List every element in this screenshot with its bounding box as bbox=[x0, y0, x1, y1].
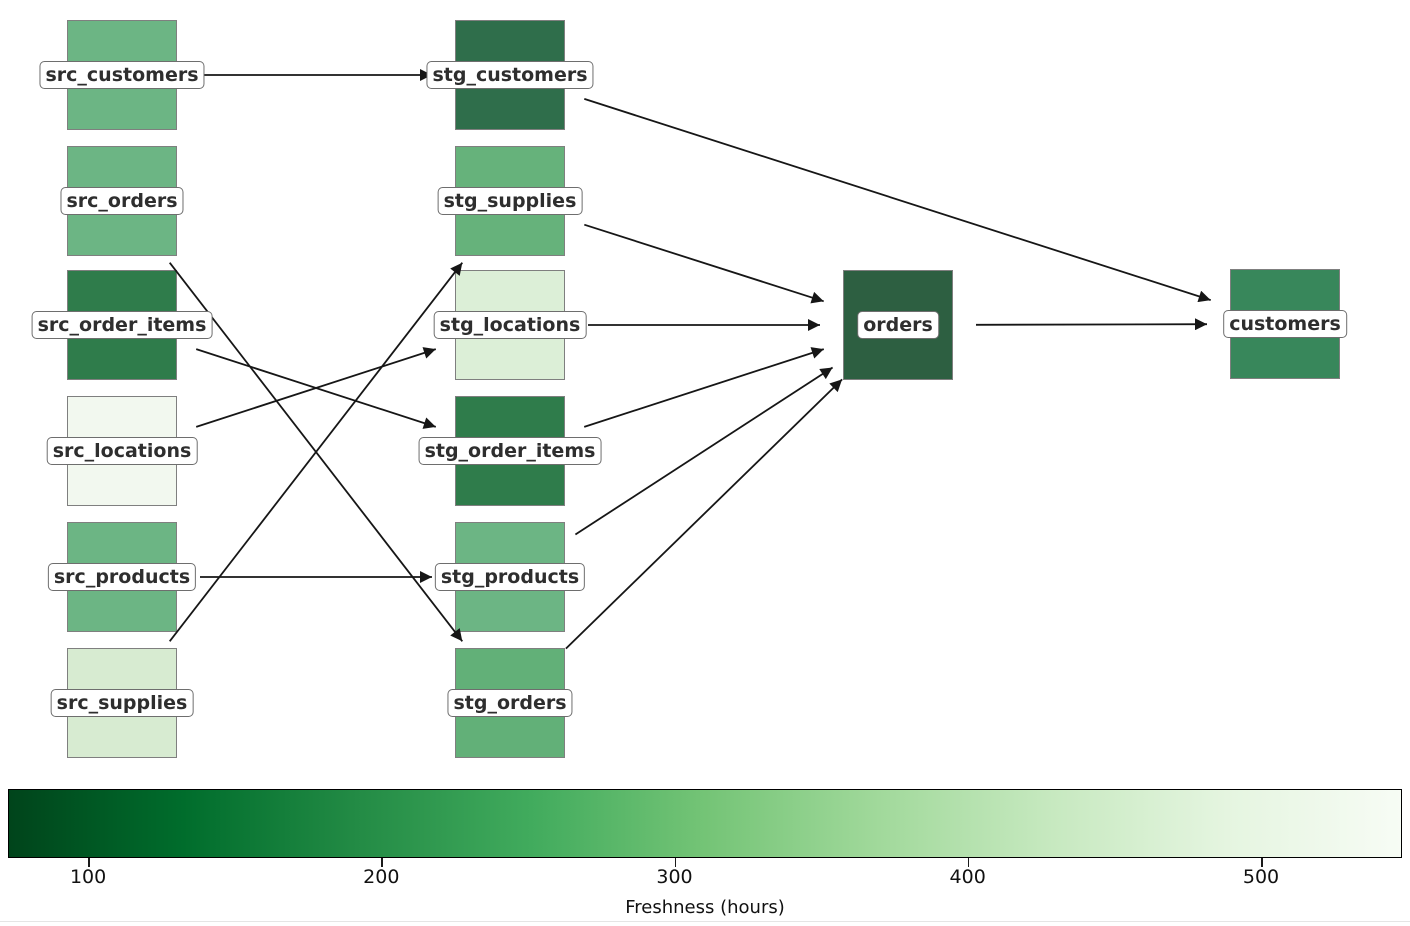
colorbar-tick-mark bbox=[1261, 858, 1263, 867]
colorbar-tick-mark bbox=[381, 858, 383, 867]
colorbar-tick-label: 500 bbox=[1242, 866, 1280, 888]
node-label-src_supplies: src_supplies bbox=[50, 689, 194, 717]
node-label-src_order_items: src_order_items bbox=[31, 311, 213, 339]
node-label-src_orders: src_orders bbox=[60, 187, 184, 215]
node-label-src_locations: src_locations bbox=[46, 437, 198, 465]
colorbar-tick-label: 200 bbox=[363, 866, 400, 888]
node-label-stg_products: stg_products bbox=[434, 563, 586, 591]
node-label-stg_supplies: stg_supplies bbox=[437, 187, 583, 215]
node-label-stg_locations: stg_locations bbox=[433, 311, 587, 339]
colorbar-tick-mark bbox=[674, 858, 676, 867]
colorbar-tick-mark bbox=[88, 858, 90, 867]
node-label-stg_order_items: stg_order_items bbox=[418, 437, 602, 465]
bottom-divider bbox=[0, 921, 1410, 922]
colorbar-tick-label: 300 bbox=[656, 866, 693, 888]
node-label-orders: orders bbox=[857, 311, 939, 339]
colorbar-gradient bbox=[8, 789, 1402, 858]
colorbar-tick-label: 400 bbox=[949, 866, 986, 888]
colorbar-tick-mark bbox=[967, 858, 970, 867]
node-label-customers: customers bbox=[1223, 310, 1347, 338]
colorbar-axis-label: Freshness (hours) bbox=[625, 897, 785, 918]
node-label-src_products: src_products bbox=[47, 563, 197, 591]
node-label-stg_customers: stg_customers bbox=[426, 61, 594, 89]
node-label-stg_orders: stg_orders bbox=[447, 689, 573, 717]
colorbar-tick-label: 100 bbox=[69, 866, 107, 888]
node-label-src_customers: src_customers bbox=[39, 61, 205, 89]
